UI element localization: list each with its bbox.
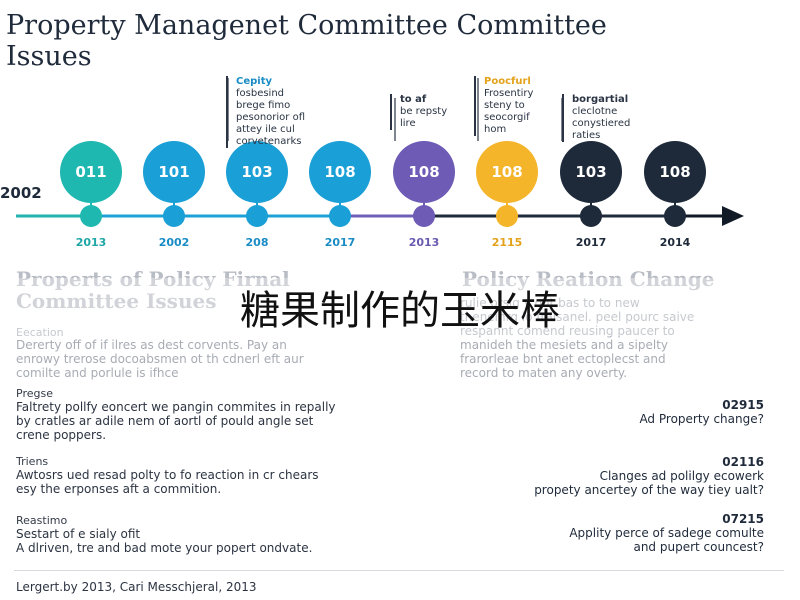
timeline-node-label: 108 [491, 163, 523, 181]
timeline-dot [329, 205, 351, 227]
timeline-year-label: 2017 [324, 236, 356, 249]
footer-divider [14, 570, 784, 571]
timeline-dot [413, 205, 435, 227]
left-section-heading: Properts of Policy Firnal Committee Issu… [16, 267, 290, 313]
callout-3: Poocfurl Frosentiry steny to seocorgif h… [474, 76, 533, 136]
timeline-dot [580, 205, 602, 227]
left-block-4-label: Reastimo [16, 514, 68, 527]
right-item-1-code: 02915 [722, 398, 764, 412]
left-block-1-text: Dererty off of if ilres as dest corvents… [16, 338, 304, 380]
callout-4: borgartial cleclotne conystiered raties [562, 94, 630, 142]
timeline-year-label: 2002 [158, 236, 190, 249]
timeline-node-circle [560, 141, 622, 203]
right-item-3-text: Applity perce of sadege comulte and pupe… [569, 526, 764, 554]
timeline-graphic [16, 78, 744, 227]
timeline-dot [496, 205, 518, 227]
left-block-4-text: Sestart of e sialy ofit A dlriven, tre a… [16, 527, 313, 555]
left-block-2-label: Pregse [16, 387, 53, 400]
right-item-1-text: Ad Property change? [639, 412, 764, 426]
timeline-dot [163, 205, 185, 227]
left-block-1-label: Eecation [16, 326, 64, 339]
left-block-3-label: Triens [16, 455, 49, 468]
timeline-node-label: 103 [241, 163, 273, 181]
timeline-year-label: 2014 [659, 236, 691, 249]
right-section-heading: Policy Reation Change [462, 267, 715, 291]
right-item-2-text: Clanges ad polilgy ecowerk propety ancer… [534, 469, 764, 497]
timeline-node-circle [476, 141, 538, 203]
timeline-node-label: 103 [575, 163, 607, 181]
right-item-3-code: 07215 [722, 512, 764, 526]
timeline-start-year: 2002 [0, 184, 42, 202]
left-block-3-text: Awtosrs ued resad polty to fo reaction i… [16, 468, 319, 496]
timeline-node-circle [60, 141, 122, 203]
timeline-node-circle [226, 141, 288, 203]
callout-1: Cepity fosbesind brege fimo pesonorior o… [226, 76, 305, 148]
left-block-2-text: Faltrety pollfy eoncert we pangin commit… [16, 400, 336, 442]
footer-credit: Lergert.by 2013, Cari Messchjeral, 2013 [16, 580, 257, 594]
arrow-head-icon [722, 206, 744, 226]
timeline-node-label: 101 [158, 163, 190, 181]
timeline-node-label: 011 [75, 163, 107, 181]
timeline-year-label: 2013 [408, 236, 440, 249]
timeline-node-label: 108 [659, 163, 691, 181]
timeline-dot [664, 205, 686, 227]
overlay-caption: 糖果制作的玉米棒 [0, 278, 800, 336]
page-title: Property Managenet Committee Committee I… [6, 10, 607, 72]
timeline-node-label: 108 [324, 163, 356, 181]
timeline-dot [246, 205, 268, 227]
timeline-year-label: 2115 [491, 236, 523, 249]
timeline-year-label: 208 [245, 236, 269, 249]
timeline-year-label: 2017 [575, 236, 607, 249]
timeline-node-label: 108 [408, 163, 440, 181]
timeline-node-circle [393, 141, 455, 203]
timeline-node-circle [644, 141, 706, 203]
right-item-2-code: 02116 [722, 455, 764, 469]
callout-2: to af be repsty lire [390, 94, 447, 130]
timeline-year-label: 2013 [75, 236, 107, 249]
right-section-intro: rulie orsig y ont bas to to new theneinr… [460, 296, 695, 380]
timeline-dot [80, 205, 102, 227]
timeline-node-circle [143, 141, 205, 203]
timeline-node-circle [309, 141, 371, 203]
